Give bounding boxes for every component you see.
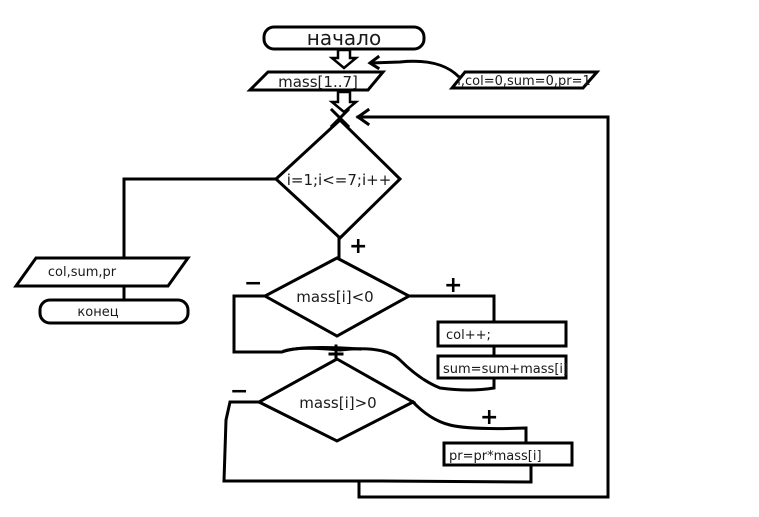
col-inc-label: col++; [446, 328, 491, 343]
line-pos-yes [410, 399, 528, 445]
arrowhead-init [367, 54, 381, 71]
cond-negative-decision: mass[i]<0 [261, 256, 413, 338]
sum-add-block: sum=sum+mass[i] [436, 354, 568, 380]
arrow-input-to-loop [328, 90, 360, 114]
input-array-label: mass[1..7] [278, 73, 358, 91]
loop-decision: i=1;i<=7;i++ [273, 117, 403, 241]
pr-mul-block: pr=pr*mass[i] [442, 441, 574, 467]
arrow-start-to-input [328, 48, 360, 70]
line-bottom-return [357, 479, 610, 499]
end-terminal: конец [38, 298, 190, 325]
output-label: col,sum,pr [48, 265, 117, 280]
sum-add-label: sum=sum+mass[i] [443, 362, 568, 377]
pos-yes-sign: + [480, 405, 498, 430]
pos-no-sign: − [230, 379, 248, 404]
cond-positive-label: mass[i]>0 [299, 394, 376, 412]
arrowhead-return [355, 107, 371, 127]
arrow-return-to-loop [356, 115, 610, 499]
end-label: конец [77, 305, 118, 320]
neg-yes-sign: + [444, 273, 462, 298]
pr-mul-label: pr=pr*mass[i] [449, 449, 542, 464]
cond-negative-label: mass[i]<0 [296, 288, 373, 306]
init-label: i,col=0,sum=0,pr=1 [457, 74, 591, 89]
loop-yes-sign: + [349, 234, 367, 259]
init-block: i,col=0,sum=0,pr=1 [448, 70, 601, 90]
line-sum-to-merge [282, 346, 496, 392]
output-block: col,sum,pr [13, 256, 191, 288]
loop-entry-cross [329, 107, 351, 129]
start-terminal: начало [262, 25, 426, 51]
col-inc-block: col++; [436, 320, 568, 348]
start-label: начало [307, 26, 381, 50]
neg-no-sign: − [244, 271, 262, 296]
line-pos-no [222, 400, 533, 484]
input-array-block: mass[1..7] [246, 70, 387, 92]
line-neg-yes [407, 294, 496, 324]
loop-label: i=1;i<=7;i++ [287, 171, 392, 189]
arrow-init-to-input [370, 59, 461, 79]
arrow-loop-exit [122, 177, 278, 260]
cond-positive-decision: mass[i]>0 [255, 357, 417, 443]
